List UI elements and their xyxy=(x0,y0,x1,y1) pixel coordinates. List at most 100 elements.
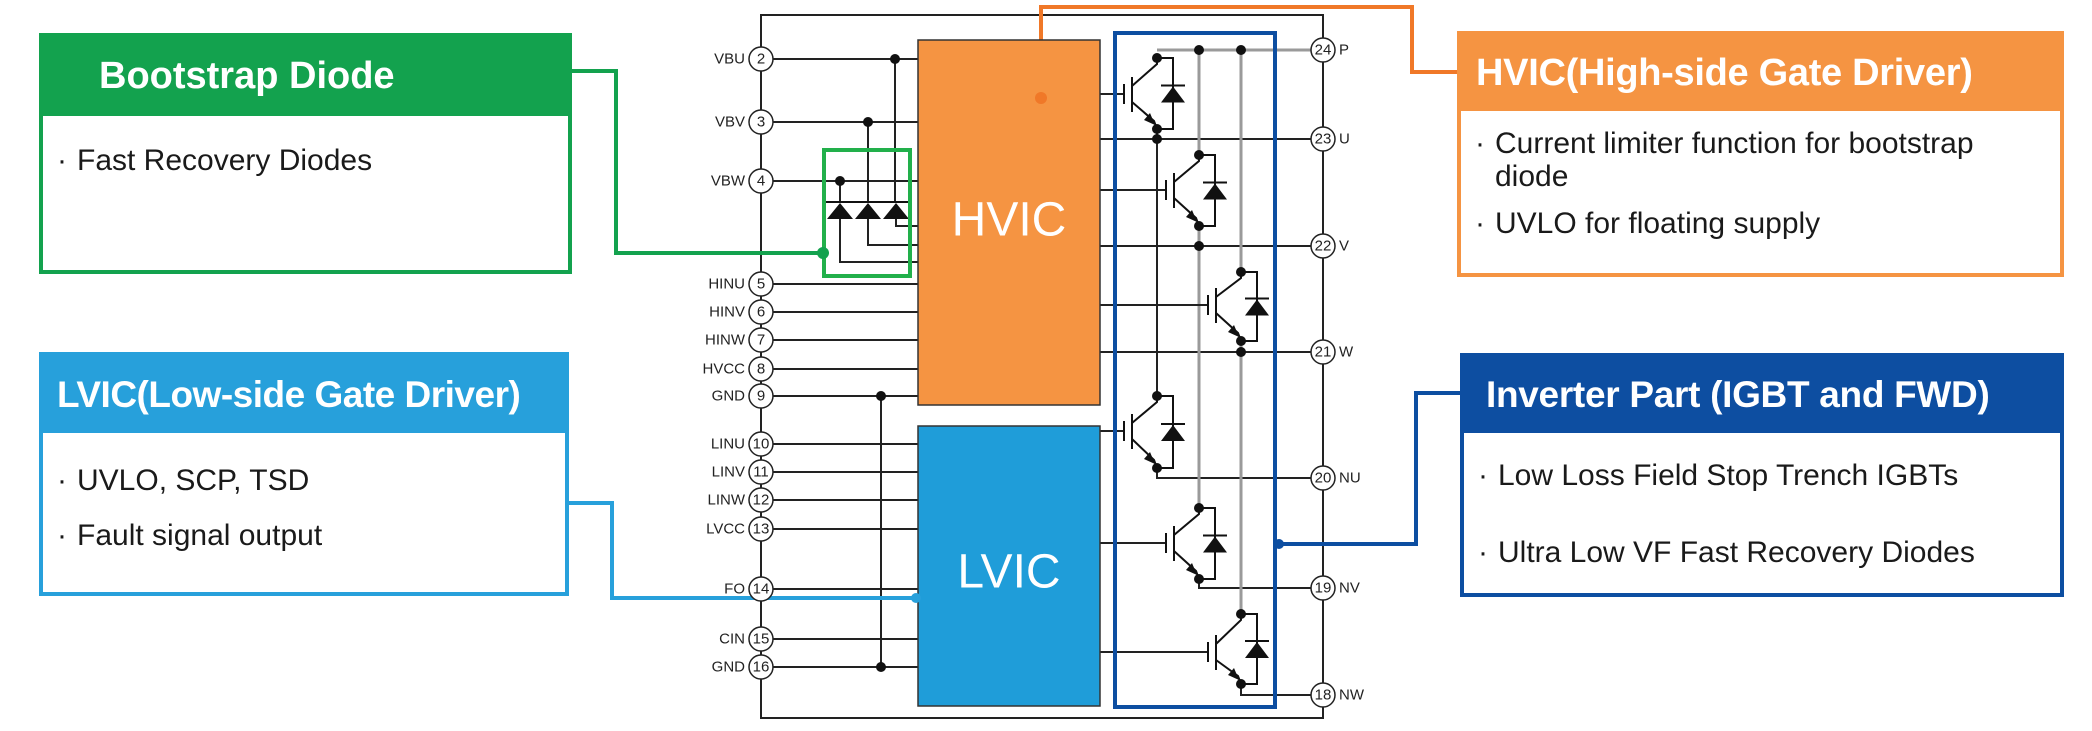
lvic-features: UVLO, SCP, TSD Fault signal output xyxy=(57,464,555,574)
feature-item: Ultra Low VF Fast Recovery Diodes xyxy=(1478,536,2050,569)
pin-number: 14 xyxy=(753,581,770,598)
pin-label: U xyxy=(1339,131,1350,148)
igbt-collector xyxy=(1215,272,1242,298)
igbt-emitter xyxy=(1215,312,1242,342)
pin-circle xyxy=(748,487,774,513)
hvic-connector-dot xyxy=(1035,92,1047,104)
igbt-emitter-arrow xyxy=(1144,452,1155,464)
pin-label: V xyxy=(1339,238,1349,255)
pin-number: 4 xyxy=(757,173,765,190)
igbt-collector xyxy=(1173,508,1200,536)
hvic-title: HVIC(High-side Gate Driver) xyxy=(1461,35,2060,111)
pin-label: W xyxy=(1339,344,1354,361)
pin-label: NW xyxy=(1339,687,1365,704)
junction-dot xyxy=(1236,336,1246,346)
junction-dot xyxy=(1236,347,1246,357)
pin-label: NV xyxy=(1339,580,1360,597)
pin-number: 5 xyxy=(757,276,765,293)
igbt-emitter xyxy=(1131,101,1158,130)
pin-label: GND xyxy=(712,388,746,405)
hvic-callout: HVIC(High-side Gate Driver) Current limi… xyxy=(1457,31,2064,277)
pin-label: NU xyxy=(1339,470,1361,487)
pin-label: LINW xyxy=(708,492,746,509)
pin-label: CIN xyxy=(719,631,745,648)
pin-circle xyxy=(1310,126,1336,152)
pin-circle xyxy=(748,459,774,485)
lvic-block-label: LVIC xyxy=(957,546,1060,599)
pin-number: 6 xyxy=(757,304,765,321)
pin-label: HINV xyxy=(709,304,745,321)
inverter-connector-dot xyxy=(1274,539,1284,549)
igbt-emitter xyxy=(1173,550,1200,580)
igbt-emitter xyxy=(1131,438,1158,469)
pin-circle xyxy=(1310,465,1336,491)
junction-dot xyxy=(1152,53,1162,63)
pin-circle xyxy=(1310,339,1336,365)
igbt-collector xyxy=(1215,614,1242,645)
pin-number: 23 xyxy=(1315,131,1332,148)
pin-label: P xyxy=(1339,42,1349,59)
fwd-diode-icon xyxy=(1203,183,1227,200)
pin-number: 21 xyxy=(1315,344,1332,361)
feature-item: Fault signal output xyxy=(57,519,555,552)
pin-label: VBV xyxy=(715,114,745,131)
bootstrap-connector-dot xyxy=(817,247,829,259)
pin-circle xyxy=(748,168,774,194)
pin-number: 19 xyxy=(1315,580,1332,597)
nu-line xyxy=(1156,468,1311,479)
bootstrap-diode-features: Fast Recovery Diodes xyxy=(57,144,558,177)
pin-label: LVCC xyxy=(706,521,745,538)
junction-dot xyxy=(1236,609,1246,619)
feature-item: Fast Recovery Diodes xyxy=(57,144,558,177)
inverter-features: Low Loss Field Stop Trench IGBTs Ultra L… xyxy=(1478,459,2050,613)
pin-circle xyxy=(748,654,774,680)
pin-circle xyxy=(748,299,774,325)
pin-label: FO xyxy=(724,581,745,598)
pin-number: 20 xyxy=(1315,470,1332,487)
junction-dot xyxy=(1194,45,1204,55)
bootstrap-diode-icon xyxy=(827,203,853,219)
pin-circle xyxy=(748,327,774,353)
inverter-connector xyxy=(1277,391,1460,546)
pin-number: 7 xyxy=(757,332,765,349)
pin-circle xyxy=(748,356,774,382)
junction-dot xyxy=(1236,45,1246,55)
fwd-diode-icon xyxy=(1161,425,1185,441)
feature-item: Low Loss Field Stop Trench IGBTs xyxy=(1478,459,2050,492)
pin-label: HINW xyxy=(705,332,746,349)
pin-number: 16 xyxy=(753,659,770,676)
feature-item: UVLO, SCP, TSD xyxy=(57,464,555,497)
junction-dot xyxy=(1194,150,1204,160)
igbt-emitter-arrow xyxy=(1186,210,1197,222)
pin-number: 12 xyxy=(753,492,770,509)
junction-dot xyxy=(876,662,886,672)
pin-label: VBW xyxy=(711,173,746,190)
inverter-highlight-box xyxy=(1113,31,1277,709)
igbt-emitter xyxy=(1215,659,1242,685)
lvic-connector-dot xyxy=(911,593,921,603)
pin-label: HVCC xyxy=(702,361,745,378)
junction-dot xyxy=(835,176,845,186)
junction-dot xyxy=(1152,463,1162,473)
junction-dot xyxy=(1152,134,1162,144)
pin-circle xyxy=(1310,682,1336,708)
igbt-emitter-arrow xyxy=(1228,668,1239,680)
pin-circle xyxy=(748,626,774,652)
pin-number: 8 xyxy=(757,361,765,378)
pin-label: LINU xyxy=(711,436,745,453)
diode-anode-wire xyxy=(895,219,918,227)
igbt-emitter-arrow xyxy=(1144,113,1155,125)
igbt-collector xyxy=(1131,396,1158,424)
junction-dot xyxy=(1194,241,1204,251)
pin-circle xyxy=(1310,37,1336,63)
hvic-block-label: HVIC xyxy=(952,194,1067,247)
fwd-diode-icon xyxy=(1203,536,1227,553)
inverter-callout: Inverter Part (IGBT and FWD) Low Loss Fi… xyxy=(1460,353,2064,597)
pin-circle xyxy=(748,109,774,135)
junction-dot xyxy=(890,54,900,64)
bootstrap-diode-icon xyxy=(883,203,909,219)
pin-circle xyxy=(1310,233,1336,259)
pin-label: HINU xyxy=(708,276,745,293)
pin-label: LINV xyxy=(712,464,745,481)
